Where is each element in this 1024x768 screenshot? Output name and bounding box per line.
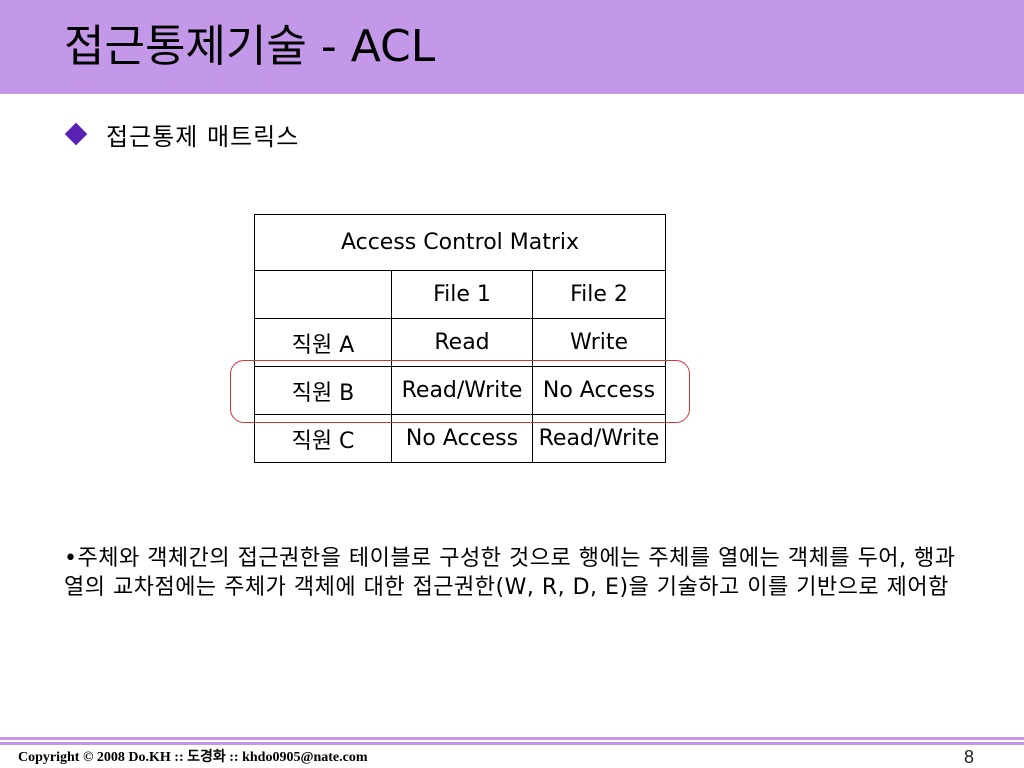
description-paragraph: •주체와 객체간의 접근권한을 테이블로 구성한 것으로 행에는 주체를 열에는… [64,546,956,600]
matrix-cell: Write [532,318,666,367]
slide-title: 접근통제기술 - ACL [64,21,436,72]
footer-copyright: Copyright © 2008 Do.KH :: 도경화 :: khdo090… [18,750,368,765]
bullet-text: 접근통제 매트릭스 [106,122,300,151]
footer-divider [0,737,1024,740]
matrix-column-header: File 1 [391,270,533,319]
matrix-header-row: File 1 File 2 [254,270,666,319]
matrix-corner-cell [254,270,392,319]
matrix-cell: No Access [391,414,533,463]
matrix-caption-row: Access Control Matrix [254,214,666,271]
matrix-row: 직원 B Read/Write No Access [254,366,666,415]
matrix-cell: Read/Write [391,366,533,415]
matrix-subject-cell: 직원 B [254,366,392,415]
matrix-caption: Access Control Matrix [254,214,666,271]
matrix-column-header: File 2 [532,270,666,319]
footer-divider [0,742,1024,745]
matrix-cell: Read [391,318,533,367]
bullet-item: 접근통제 매트릭스 [64,116,299,152]
matrix-cell: Read/Write [532,414,666,463]
matrix-cell: No Access [532,366,666,415]
matrix-row: 직원 A Read Write [254,318,666,367]
matrix-row: 직원 C No Access Read/Write [254,414,666,463]
matrix-subject-cell: 직원 C [254,414,392,463]
matrix-subject-cell: 직원 A [254,318,392,367]
page-number: 8 [963,747,974,767]
title-bar: 접근통제기술 - ACL [0,0,1024,94]
diamond-bullet-icon [64,122,88,146]
access-control-matrix: Access Control Matrix File 1 File 2 직원 A… [254,214,666,463]
